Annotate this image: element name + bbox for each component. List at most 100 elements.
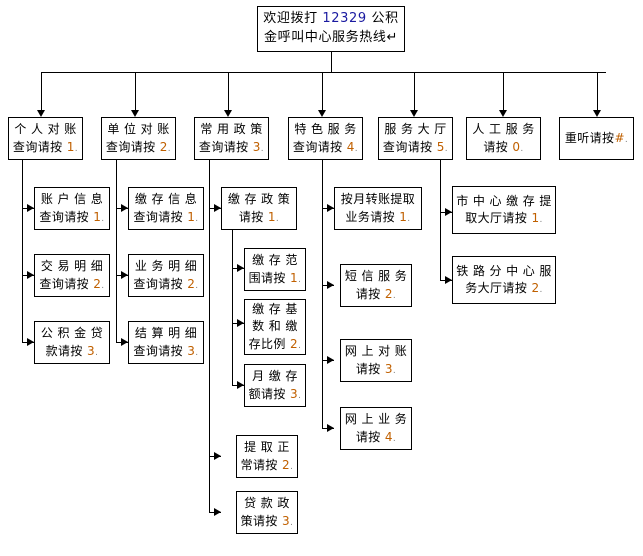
node-c3-1-line2: 请按 [238,209,268,224]
node-root-line2: 金呼叫中心服务热线↵ [264,30,398,45]
node-deposit-scope[interactable]: 缴 存 范 围请按 1. [244,248,306,291]
node-business-detail-query[interactable]: 业 务 明 细 查询请按 2. [128,254,204,297]
connector-col5-trunk [440,160,441,280]
node-l1-4-line1: 特 色 服 务 [294,122,357,137]
node-c4-4-key: 4 [384,429,393,444]
node-c1-2-line1: 交 易 明 细 [40,259,104,274]
node-c5-1-key: 1 [531,211,540,225]
node-l1-2-key: 2 [159,139,168,154]
node-menu-service-hall[interactable]: 服 务 大 厅 查询请按 5. [378,117,453,160]
connector-level1-bus [41,72,606,73]
connector-col4-trunk-lower [322,418,323,429]
node-c2-2-line1: 业 务 明 细 [134,259,198,274]
connector-l1-4-drop [322,72,323,110]
node-c1-2-line2: 查询请按 [39,276,94,291]
arrow-col1-1 [27,204,34,212]
node-c3-2-key: 2 [282,457,291,472]
node-l1-5-line1: 服 务 大 厅 [384,122,447,137]
node-monthly-deposit-amount[interactable]: 月 缴 存 额请按 3. [244,364,306,407]
node-menu-special-service[interactable]: 特 色 服 务 查询请按 4. [288,117,363,160]
node-l1-7-key: # [614,130,625,145]
node-deposit-base-ratio[interactable]: 缴 存 基 数 和 缴 存比例 2. [244,299,306,355]
node-c3a-2-line2: 存比例 [248,336,291,351]
arrow-col4-2 [327,281,334,289]
node-c2-3-key: 3 [187,343,196,358]
connector-l1-2-drop [135,72,136,110]
arrow-col4-3 [327,356,334,364]
node-c3-2-line1: 提 取 正 [244,440,290,455]
node-withdrawal-normal[interactable]: 提 取 正 常请按 2. [236,435,298,478]
node-c4-3-key: 3 [384,361,393,376]
arrow-col2-3 [121,338,128,346]
node-city-center-hall[interactable]: 市 中 心 缴 存 提 取大厅请按 1. [452,186,556,234]
node-monthly-transfer-withdrawal[interactable]: 按月转账提取 业务请按 1. [334,187,422,230]
node-l1-6-line1: 人 工 服 务 [472,122,535,137]
arrow-l1-3 [224,110,232,117]
node-online-account-check[interactable]: 网 上 对 账 请按 3. [340,339,412,382]
node-l1-3-key: 3 [252,139,261,154]
node-c1-1-line1: 账 户 信 息 [40,192,104,207]
arrow-col2-2 [121,271,128,279]
node-deposit-policy[interactable]: 缴 存 政 策 请按 1. [221,187,297,230]
arrow-l1-4 [318,110,326,117]
node-housing-fund-loan[interactable]: 公 积 金 贷 款请按 3. [34,321,110,364]
node-railway-branch-hall[interactable]: 铁 路 分 中 心 服 务大厅请按 2. [452,256,556,304]
node-c4-3-line1: 网 上 对 账 [344,344,408,359]
node-c3a-3-line2: 额请按 [248,386,291,401]
connector-col3-trunk [209,160,210,512]
node-c1-2-key: 2 [93,276,102,291]
node-menu-human-service[interactable]: 人 工 服 务 请按 0. [466,117,541,160]
node-c5-2-key: 2 [531,281,540,295]
node-menu-repeat[interactable]: 重听请按#. [559,117,634,160]
node-c4-2-key: 2 [384,286,393,301]
node-c2-2-line2: 查询请按 [133,276,188,291]
node-c3a-1-line1: 缴 存 范 [252,253,298,268]
arrow-col3-sub-1 [237,264,244,272]
node-online-business[interactable]: 网 上 业 务 请按 4. [340,407,412,450]
node-root[interactable]: 欢迎拨打 12329 公积 金呼叫中心服务热线↵ [257,6,405,52]
node-account-info-query[interactable]: 账 户 信 息 查询请按 1. [34,187,110,230]
node-c3a-3-line1: 月 缴 存 [252,369,298,384]
node-l1-1-line1: 个 人 对 账 [14,122,77,137]
node-settlement-detail-query[interactable]: 结 算 明 细 查询请按 3. [128,321,204,364]
node-c3-3-line1: 贷 款 政 [244,496,290,511]
node-l1-6-line2: 请按 [483,139,513,154]
node-c4-3-line2: 请按 [355,361,385,376]
connector-col4-trunk [322,160,323,418]
node-l1-2-line2: 查询请按 [105,139,160,154]
node-c5-1-line2: 取大厅请按 [465,211,532,225]
connector-l1-6-drop [503,72,504,110]
arrow-col1-3 [27,338,34,346]
node-root-line1: 欢迎拨打 12329 公积 [263,11,399,27]
arrow-l1-2 [131,110,139,117]
node-transaction-detail-query[interactable]: 交 易 明 细 查询请按 2. [34,254,110,297]
connector-l1-7-drop [597,72,598,110]
node-menu-common-policy[interactable]: 常 用 政 策 查询请按 3. [194,117,269,160]
connector-col1-trunk [22,160,23,342]
node-loan-policy[interactable]: 贷 款 政 策请按 3. [236,491,298,534]
node-menu-unit-account[interactable]: 单 位 对 账 查询请按 2. [101,117,176,160]
node-l1-5-key: 5 [436,139,445,154]
connector-l1-5-drop [414,72,415,110]
node-l1-1-key: 1 [66,139,75,154]
node-c2-3-line2: 查询请按 [133,343,188,358]
node-deposit-info-query[interactable]: 缴 存 信 息 查询请按 1. [128,187,204,230]
node-menu-personal-account[interactable]: 个 人 对 账 查询请按 1. [8,117,83,160]
node-c3a-1-key: 1 [290,270,299,285]
node-c1-1-line2: 查询请按 [39,209,94,224]
node-l1-7-line1: 重听请按 [564,130,615,145]
node-c3a-2-line1: 缴 存 基 [252,301,298,316]
node-c5-2-line1: 铁 路 分 中 心 服 [456,263,552,278]
node-c3-2-line2: 常请按 [240,457,283,472]
node-c4-1-line2: 业务请按 [345,209,400,224]
connector-l1-1-drop [41,72,42,110]
node-c3-1-key: 1 [267,209,276,224]
node-c3a-3-key: 3 [290,386,299,401]
node-sms-service[interactable]: 短 信 服 务 请按 2. [340,264,412,307]
node-c2-3-line1: 结 算 明 细 [134,326,198,341]
arrow-col4-1 [327,204,334,212]
node-c3-3-key: 3 [282,513,291,528]
arrow-col3-3 [214,508,221,516]
node-l1-6-key: 0 [512,139,521,154]
node-l1-5-line2: 查询请按 [382,139,437,154]
